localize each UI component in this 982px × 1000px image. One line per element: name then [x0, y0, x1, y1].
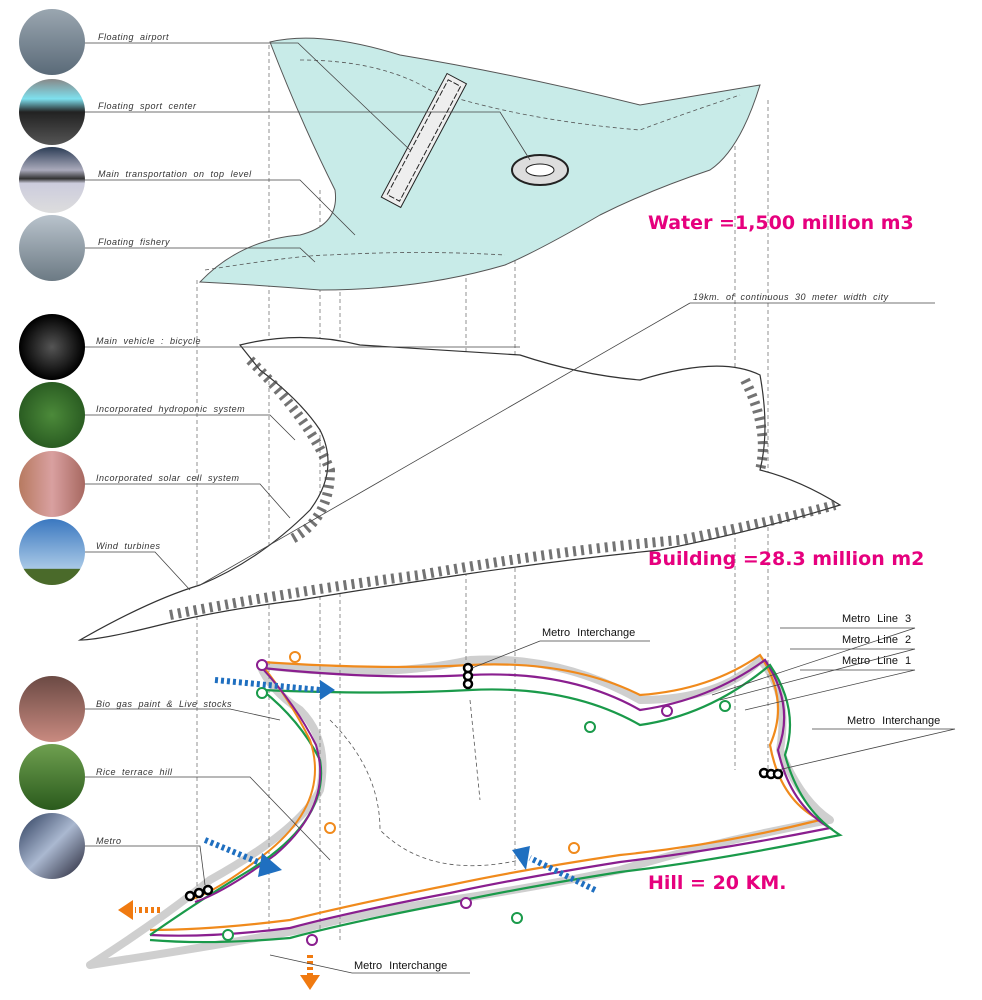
- rice-terrace-photo: [19, 744, 85, 810]
- orange-flow-arrows: [135, 907, 313, 975]
- label-floating-fishery: Floating fishery: [98, 237, 171, 247]
- label-metro-line-3: Metro Line 3: [842, 613, 912, 625]
- floating-fishery-photo: [19, 215, 85, 281]
- label-wind-turbines: Wind turbines: [96, 541, 161, 551]
- metro-line-1: [149, 663, 843, 944]
- label-interchange-bottom: Metro Interchange: [354, 960, 448, 972]
- label-hydroponic: Incorporated hydroponic system: [96, 404, 246, 414]
- boat-transport-photo: [19, 147, 85, 213]
- label-solar-cell: Incorporated solar cell system: [96, 473, 240, 483]
- floating-airport-runway: [380, 72, 468, 209]
- metro-line-3: [149, 653, 824, 932]
- label-rice-terrace: Rice terrace hill: [96, 767, 173, 777]
- label-main-transportation: Main transportation on top level: [98, 169, 252, 179]
- label-bicycle: Main vehicle : bicycle: [96, 336, 202, 346]
- metro-line-2: [149, 658, 834, 937]
- bicycle-photo: [19, 314, 85, 380]
- label-floating-airport: Floating airport: [98, 32, 170, 42]
- label-floating-sport-center: Floating sport center: [98, 101, 197, 111]
- solar-cell-photo: [19, 451, 85, 517]
- water-layer-shape: [198, 37, 761, 291]
- blue-flow-arrows: [203, 677, 597, 893]
- label-metro-line-1: Metro Line 1: [842, 655, 912, 667]
- livestock-photo: [19, 676, 85, 742]
- interchange-markers: [184, 662, 784, 902]
- floating-sport-center-photo: [19, 79, 85, 145]
- hydroponic-photo: [19, 382, 85, 448]
- label-metro: Metro: [96, 836, 122, 846]
- floating-airport-photo: [19, 9, 85, 75]
- metro-photo: [19, 813, 85, 879]
- metro-stations: [222, 651, 731, 946]
- wind-turbines-photo: [19, 519, 85, 585]
- building-layer-ribbon: [77, 336, 842, 641]
- water-quantity: Water =1,500 million m3: [648, 212, 914, 234]
- label-continuous-city: 19km. of continuous 30 meter width city: [693, 292, 889, 302]
- label-bio-gas: Bio gas paint & Live stocks: [96, 699, 233, 709]
- label-interchange-top: Metro Interchange: [542, 627, 636, 639]
- hill-quantity: Hill = 20 KM.: [648, 872, 787, 894]
- building-quantity: Building =28.3 million m2: [648, 548, 925, 570]
- label-metro-line-2: Metro Line 2: [842, 634, 912, 646]
- leader-lines: [84, 42, 956, 974]
- label-interchange-right: Metro Interchange: [847, 715, 941, 727]
